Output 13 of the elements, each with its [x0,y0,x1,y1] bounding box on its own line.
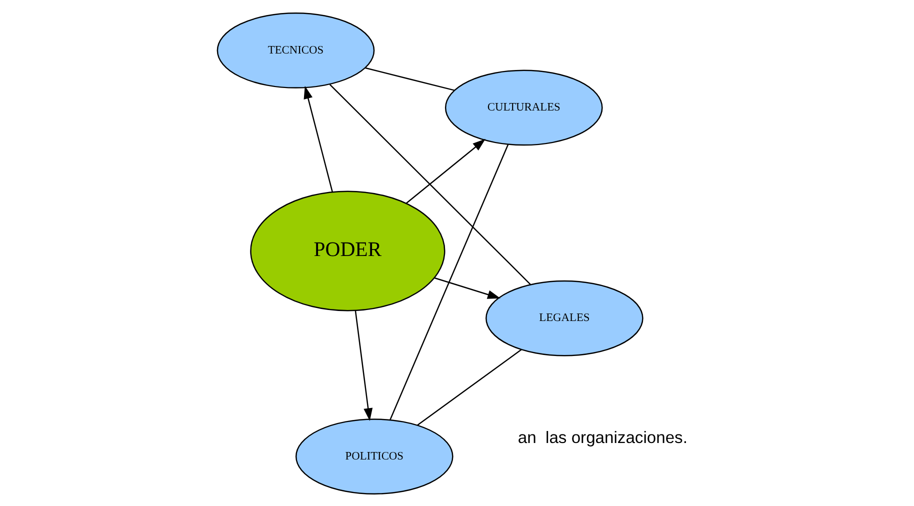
connector [364,66,454,90]
node-ellipse: PODER [250,190,445,311]
arrow [303,85,332,192]
node-ellipse: CULTURALES [444,69,602,146]
label: an las organizaciones. [517,427,687,446]
arrow [354,310,372,421]
connector [416,348,522,426]
arrow [405,138,486,204]
connector [328,84,530,284]
node-ellipse: TECNICOS [216,12,374,88]
node-ellipse: POLITICOS [294,418,453,494]
connector [389,144,508,420]
arrow [434,276,500,298]
